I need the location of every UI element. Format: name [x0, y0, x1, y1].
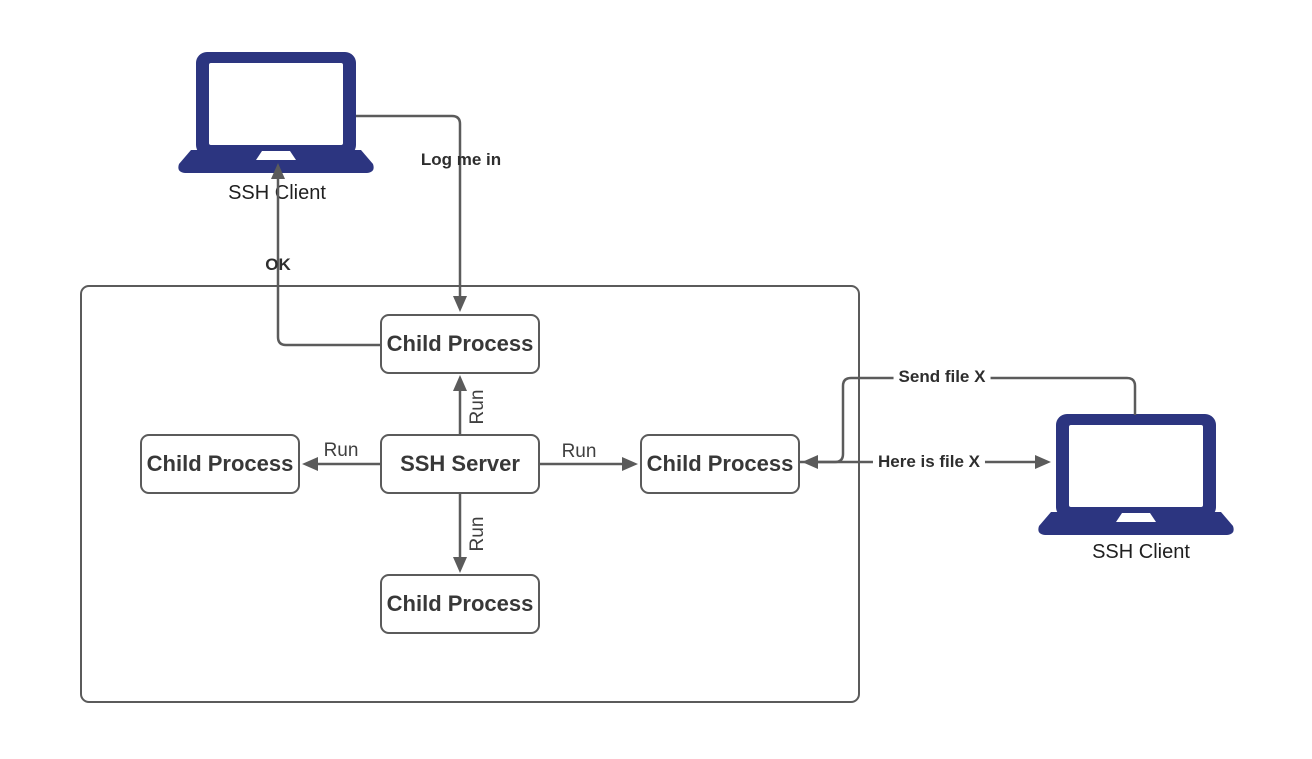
node-child-process-bottom: Child Process	[380, 574, 540, 634]
laptop-icon-left	[178, 52, 374, 173]
node-label: Child Process	[386, 331, 534, 356]
laptop-base	[178, 150, 374, 173]
server-boundary-box	[80, 285, 860, 703]
node-label: SSH Server	[400, 451, 520, 476]
laptop-icon	[178, 52, 374, 173]
edge-label-run-left: Run	[323, 440, 359, 461]
laptop-icon-right	[1038, 414, 1234, 535]
laptop-notch	[1116, 513, 1156, 522]
edge-label-run-up: Run	[467, 389, 488, 425]
edge-label-ok: OK	[265, 255, 291, 274]
node-child-process-top: Child Process	[380, 314, 540, 374]
node-ssh-server: SSH Server	[380, 434, 540, 494]
edge-label-send-file: Send file X	[893, 366, 991, 388]
laptop-icon	[1038, 414, 1234, 535]
node-label: Child Process	[386, 591, 534, 616]
node-label: Child Process	[646, 451, 794, 476]
node-child-process-left: Child Process	[140, 434, 300, 494]
laptop-notch	[256, 151, 296, 160]
edge-label-run-down: Run	[467, 516, 488, 552]
laptop-screen	[209, 63, 343, 145]
ssh-client-left-label: SSH Client	[228, 182, 326, 204]
laptop-base	[1038, 512, 1234, 535]
laptop-screen	[1069, 425, 1203, 507]
edge-label-here-is-file: Here is file X	[872, 451, 986, 473]
node-label: Child Process	[146, 451, 294, 476]
edge-label-log-me-in: Log me in	[420, 150, 502, 169]
node-child-process-right: Child Process	[640, 434, 800, 494]
ssh-client-right-label: SSH Client	[1092, 541, 1190, 563]
edge-label-run-right: Run	[561, 441, 597, 462]
